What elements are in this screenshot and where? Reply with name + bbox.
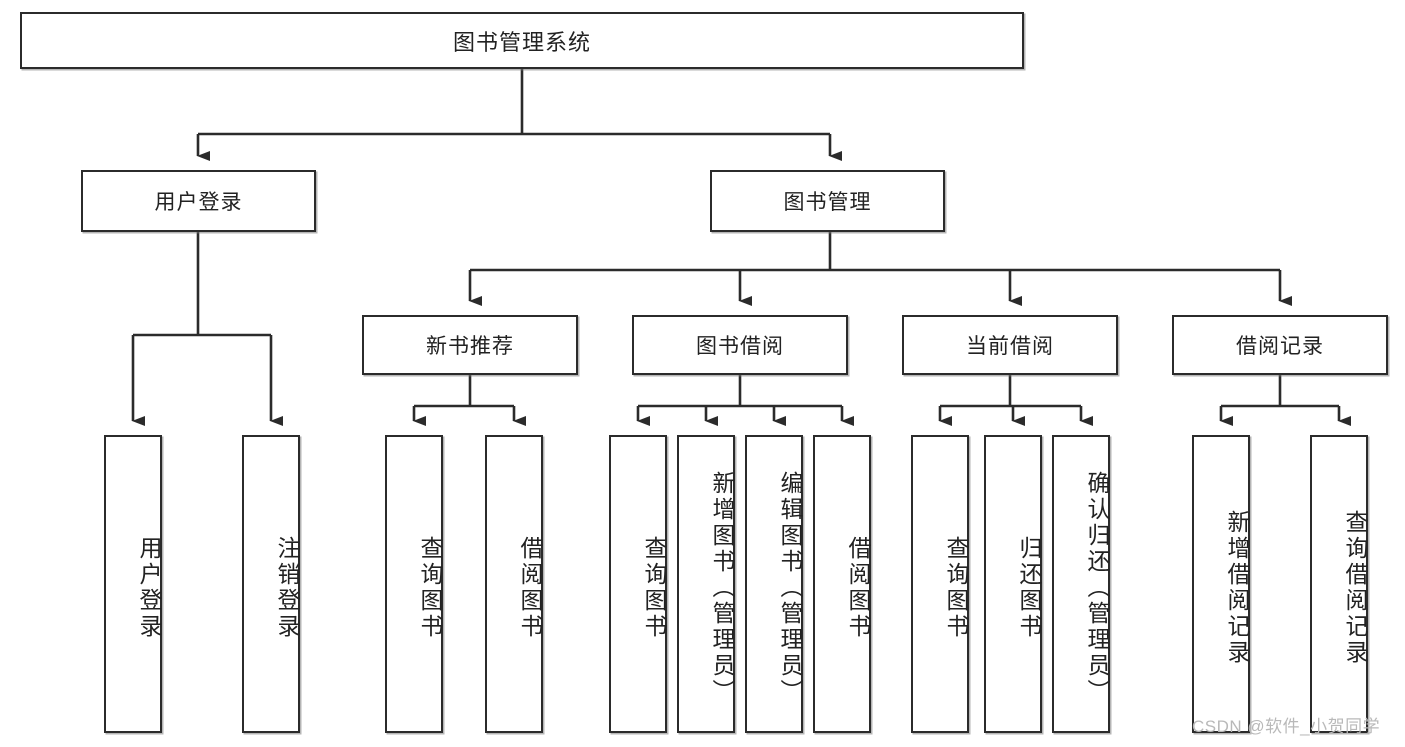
node-book-management[interactable]: 图书管理 (710, 170, 945, 232)
node-book-borrow[interactable]: 图书借阅 (632, 315, 848, 375)
node-label: 图书管理系统 (452, 29, 591, 55)
node-label: 当前借阅 (966, 335, 1054, 358)
node-user-login[interactable]: 用户登录 (81, 170, 316, 232)
leaf-add-book-admin[interactable]: 新增图书（管理员） (677, 435, 735, 733)
node-label: 借阅记录 (1236, 335, 1324, 358)
leaf-user-login[interactable]: 用户登录 (104, 435, 162, 733)
leaf-borrow-book-newbook[interactable]: 借阅图书 (485, 435, 543, 733)
leaf-query-book-borrow[interactable]: 查询图书 (609, 435, 667, 733)
node-label: 新书推荐 (426, 335, 514, 358)
node-borrow-record[interactable]: 借阅记录 (1172, 315, 1388, 375)
leaf-confirm-return-admin[interactable]: 确认归还（管理员） (1052, 435, 1110, 733)
node-label: 图书管理 (783, 191, 872, 214)
watermark: CSDN @软件_小贺同学 (1192, 717, 1381, 736)
leaf-query-book-current[interactable]: 查询图书 (911, 435, 969, 733)
node-root-book-management-system[interactable]: 图书管理系统 (20, 12, 1024, 69)
leaf-return-book[interactable]: 归还图书 (984, 435, 1042, 733)
leaf-query-book-newbook[interactable]: 查询图书 (385, 435, 443, 733)
leaf-edit-book-admin[interactable]: 编辑图书（管理员） (745, 435, 803, 733)
node-label: 用户登录 (154, 191, 243, 214)
leaf-query-borrow-record[interactable]: 查询借阅记录 (1310, 435, 1368, 733)
leaf-logout[interactable]: 注销登录 (242, 435, 300, 733)
node-new-book-recommend[interactable]: 新书推荐 (362, 315, 578, 375)
leaf-add-borrow-record[interactable]: 新增借阅记录 (1192, 435, 1250, 733)
leaf-borrow-book[interactable]: 借阅图书 (813, 435, 871, 733)
node-current-borrow[interactable]: 当前借阅 (902, 315, 1118, 375)
node-label: 图书借阅 (696, 335, 784, 358)
